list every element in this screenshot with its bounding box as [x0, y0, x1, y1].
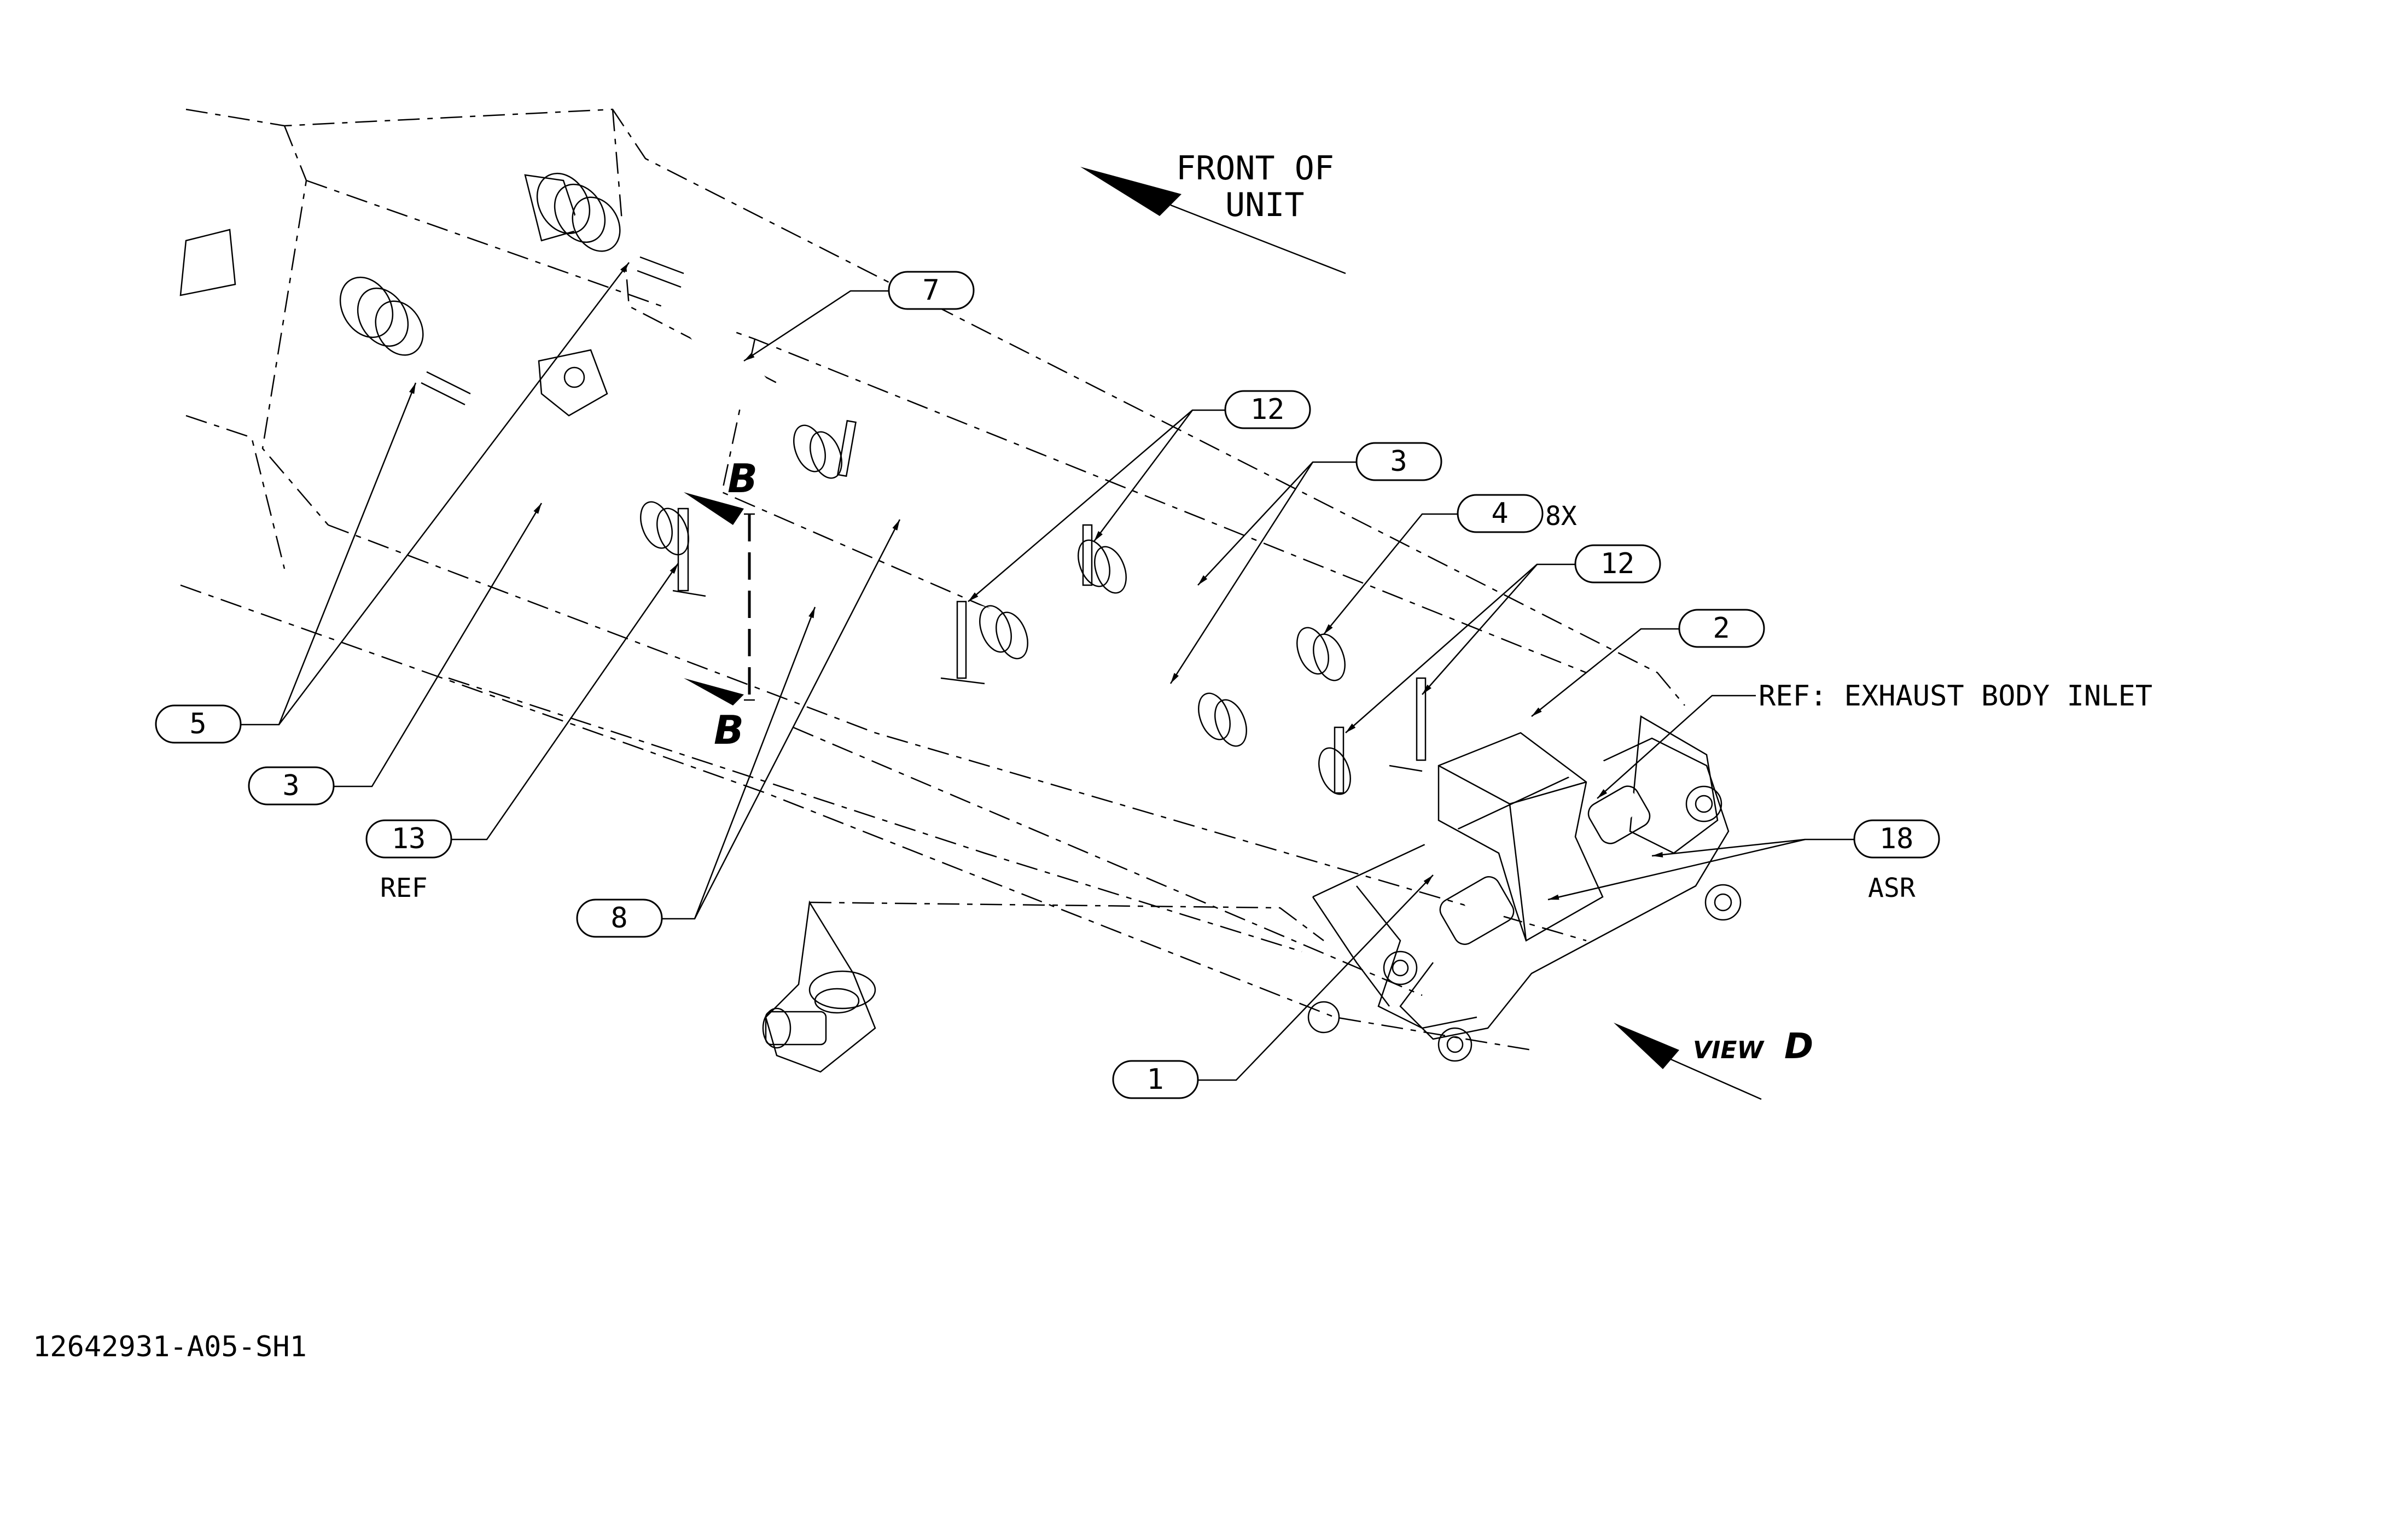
- front-of-unit-line1: FRONT OF: [1176, 149, 1334, 188]
- section-label-top: B: [727, 456, 758, 501]
- view-label-prefix: VIEW: [1693, 1036, 1765, 1064]
- section-b-indicator: B B: [684, 456, 758, 753]
- front-of-unit-line2: UNIT: [1225, 186, 1305, 224]
- view-label-letter: D: [1784, 1026, 1813, 1067]
- pipe-couplings: [339, 172, 1351, 795]
- section-label-bottom: B: [714, 707, 744, 753]
- balloon-8: 8: [576, 899, 663, 938]
- balloon-12-top: 12: [1224, 390, 1311, 429]
- svg-text:2: 2: [1713, 612, 1730, 645]
- svg-text:5: 5: [189, 708, 206, 740]
- svg-text:7: 7: [922, 274, 939, 307]
- balloon-7: 7: [888, 271, 975, 310]
- balloon-4: 4: [1457, 494, 1544, 533]
- svg-text:3: 3: [282, 769, 299, 802]
- qty-8x: 8X: [1545, 501, 1577, 532]
- svg-text:1: 1: [1146, 1063, 1163, 1096]
- balloon-1: 1: [1112, 1060, 1199, 1099]
- note-asr: ASR: [1868, 873, 1916, 903]
- balloon-3-lower: 3: [248, 766, 335, 806]
- balloon-18: 18: [1853, 819, 1940, 859]
- svg-text:13: 13: [392, 822, 426, 855]
- hanger-brackets: [672, 419, 1427, 794]
- item-balloons: 7 12 3 4 8X 12 2 REF: EXHAUST BODY INLET…: [155, 271, 2152, 1099]
- exhaust-pipes: [376, 206, 1637, 926]
- balloon-13: 13: [365, 819, 452, 859]
- front-of-unit-indicator: FRONT OF UNIT: [1080, 149, 1346, 275]
- ref-exhaust-body-inlet: REF: EXHAUST BODY INLET: [1759, 680, 2152, 713]
- svg-text:4: 4: [1491, 497, 1508, 530]
- leader-lines: [238, 262, 1854, 1081]
- svg-text:12: 12: [1250, 393, 1285, 426]
- svg-text:3: 3: [1390, 445, 1407, 478]
- exhaust-body-inlet: [1437, 732, 1651, 945]
- balloon-2: 2: [1678, 609, 1765, 648]
- balloon-5: 5: [155, 704, 242, 744]
- balloon-12-right: 12: [1574, 544, 1661, 584]
- balloon-3-top: 3: [1355, 442, 1442, 481]
- svg-text:12: 12: [1600, 547, 1635, 580]
- view-d-indicator: VIEW D: [1614, 1023, 1813, 1100]
- svg-text:8: 8: [610, 902, 627, 935]
- lower-frame-rail: [762, 737, 1742, 1073]
- svg-text:18: 18: [1879, 822, 1914, 855]
- drawing-number: 12642931-A05-SH1: [33, 1331, 307, 1363]
- note-ref: REF: [380, 873, 428, 903]
